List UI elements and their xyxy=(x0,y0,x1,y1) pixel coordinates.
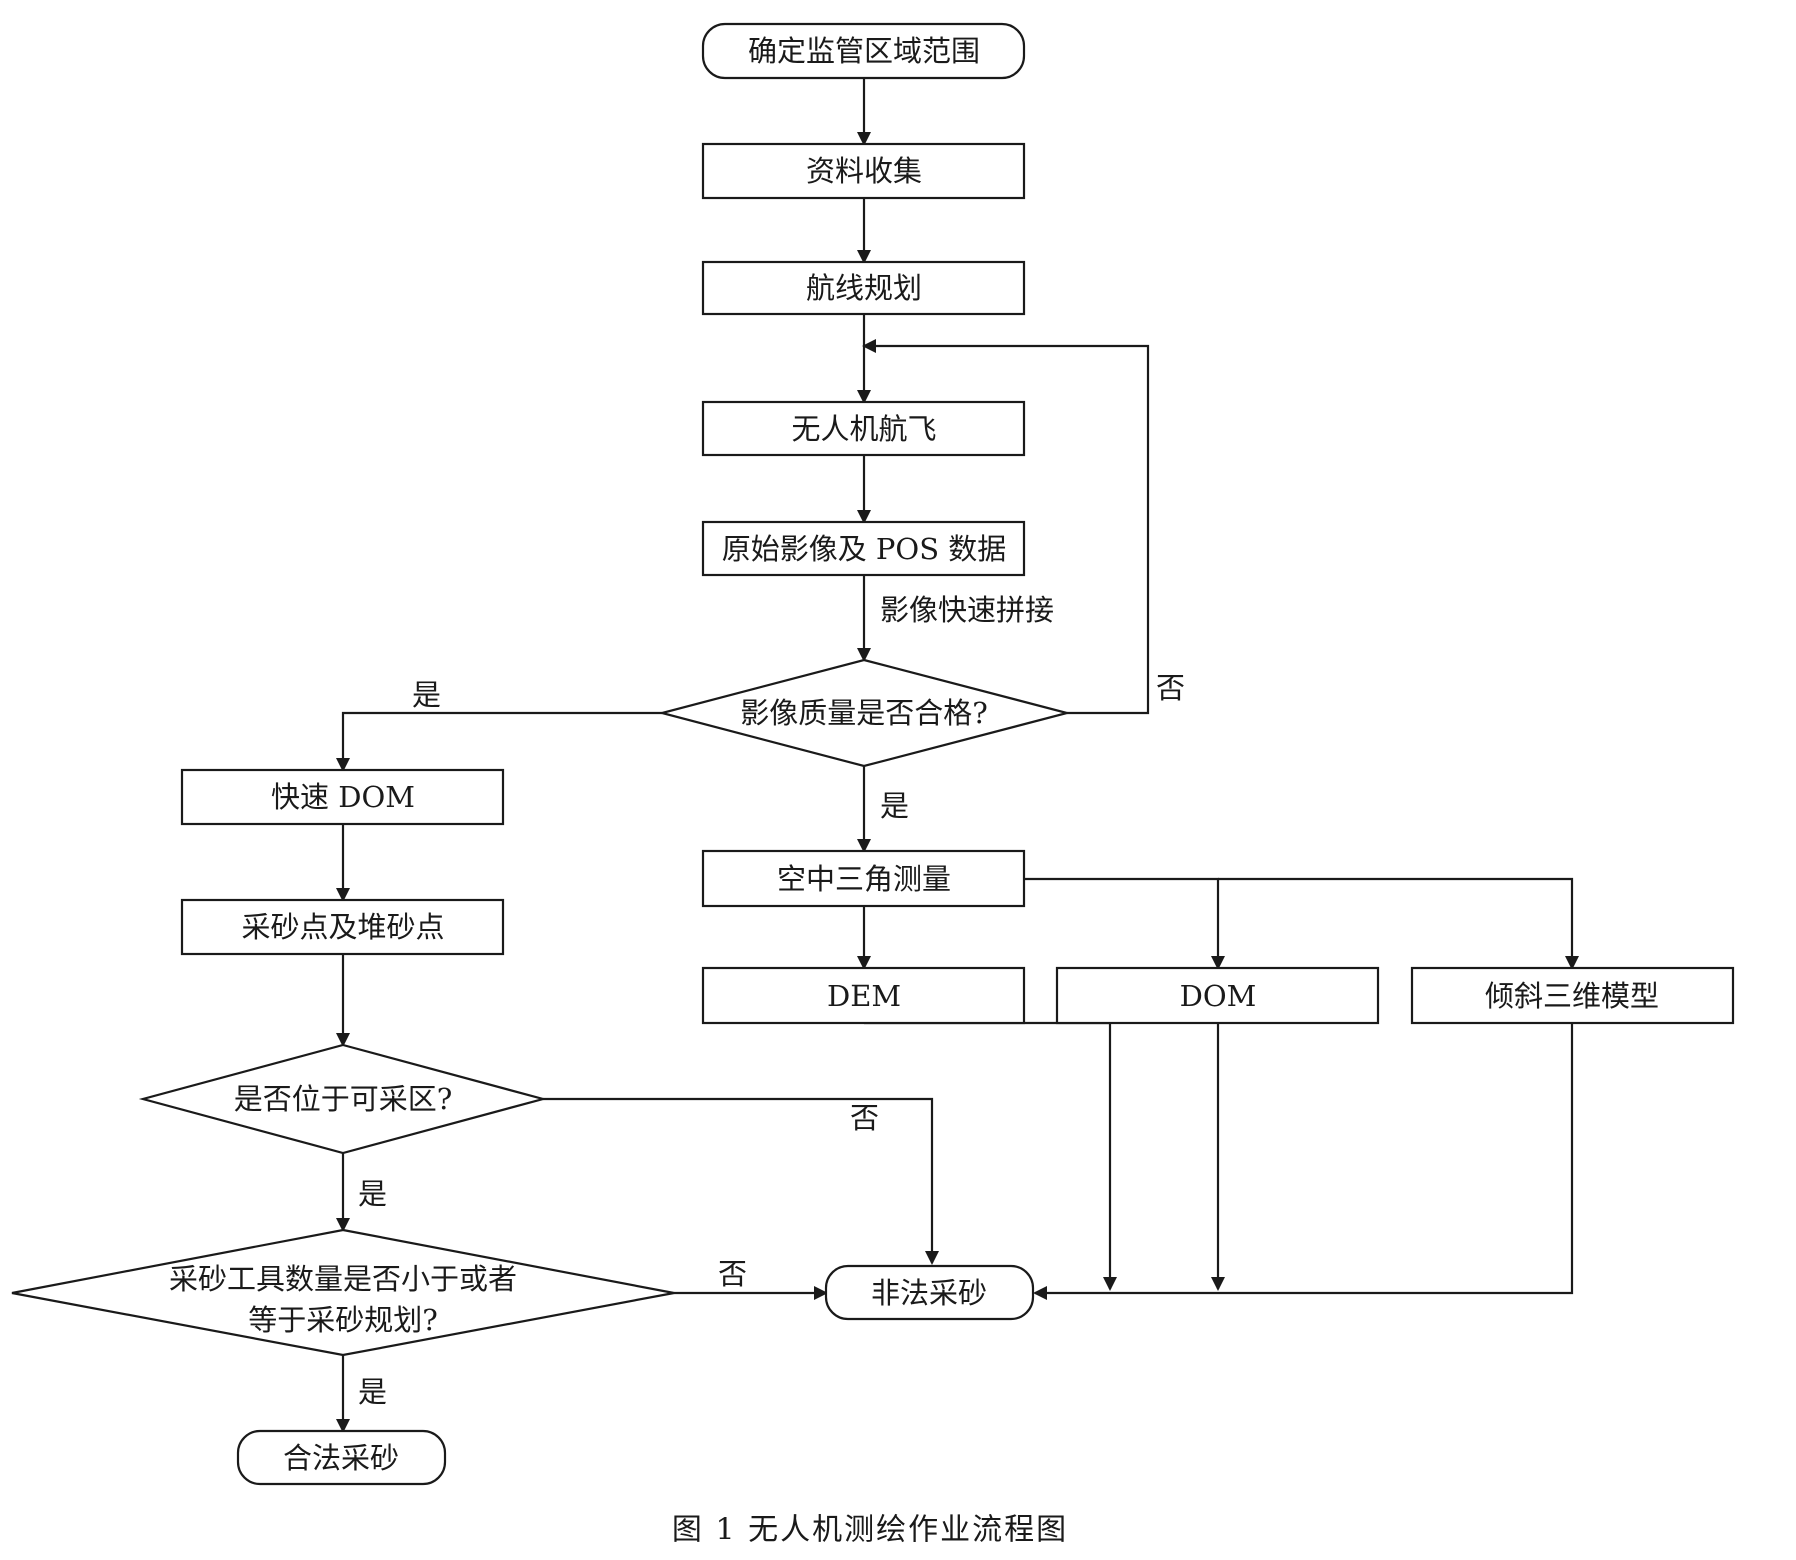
svg-text:采砂工具数量是否小于或者: 采砂工具数量是否小于或者 xyxy=(169,1262,517,1296)
svg-text:合法采砂: 合法采砂 xyxy=(283,1441,399,1475)
edge-quality-no-loop xyxy=(862,339,1150,715)
svg-text:采砂点及堆砂点: 采砂点及堆砂点 xyxy=(241,910,444,944)
node-legal: 合法采砂 xyxy=(236,1429,447,1486)
svg-text:DEM: DEM xyxy=(827,979,901,1013)
svg-text:确定监管区域范围: 确定监管区域范围 xyxy=(748,34,980,68)
node-aerial-triangulation: 空中三角测量 xyxy=(701,849,1026,908)
node-dom: DOM xyxy=(1055,966,1380,1025)
label-yes-left: 是 xyxy=(412,678,441,712)
node-uav-flight: 无人机航飞 xyxy=(701,400,1026,457)
node-sand-points: 采砂点及堆砂点 xyxy=(180,898,505,956)
label-stitch: 影像快速拼接 xyxy=(880,593,1054,627)
svg-text:影像质量是否合格?: 影像质量是否合格? xyxy=(740,696,988,730)
node-collect-data: 资料收集 xyxy=(701,142,1026,200)
svg-text:无人机航飞: 无人机航飞 xyxy=(791,412,936,446)
node-quality-check: 影像质量是否合格? xyxy=(657,658,1072,768)
label-yes-down: 是 xyxy=(880,789,909,823)
node-illegal: 非法采砂 xyxy=(824,1264,1035,1321)
edge-at-to-dom xyxy=(1024,877,1225,970)
node-tool-check: 采砂工具数量是否小于或者 等于采砂规划? xyxy=(11,1228,675,1357)
node-quick-dom: 快速 DOM xyxy=(180,768,505,826)
edge-oblique-to-illegal xyxy=(1033,1023,1574,1300)
node-raw-images: 原始影像及 POS 数据 xyxy=(701,520,1026,577)
edge-zone-no xyxy=(543,1097,939,1265)
node-dem: DEM xyxy=(701,966,1026,1025)
svg-text:快速 DOM: 快速 DOM xyxy=(271,780,415,814)
label-yes-tool: 是 xyxy=(358,1375,387,1409)
svg-text:倾斜三维模型: 倾斜三维模型 xyxy=(1485,979,1659,1013)
edge-dem-to-illegal xyxy=(864,1021,1117,1291)
svg-text:原始影像及 POS 数据: 原始影像及 POS 数据 xyxy=(722,532,1007,566)
label-yes-zone: 是 xyxy=(358,1177,387,1211)
svg-text:DOM: DOM xyxy=(1180,979,1257,1013)
svg-text:资料收集: 资料收集 xyxy=(806,154,922,188)
figure-caption: 图 1 无人机测绘作业流程图 xyxy=(672,1513,1068,1548)
svg-text:非法采砂: 非法采砂 xyxy=(871,1276,987,1310)
edge-at-to-oblique xyxy=(1218,877,1579,970)
edge-labels: 影像快速拼接 是 否 是 否 是 否 是 xyxy=(358,593,1185,1409)
svg-text:等于采砂规划?: 等于采砂规划? xyxy=(248,1303,438,1337)
node-oblique-3d: 倾斜三维模型 xyxy=(1410,966,1735,1025)
label-no-right: 否 xyxy=(1156,671,1185,705)
node-in-zone: 是否位于可采区? xyxy=(138,1043,548,1155)
svg-text:航线规划: 航线规划 xyxy=(806,271,922,305)
svg-text:空中三角测量: 空中三角测量 xyxy=(777,862,951,896)
label-no-zone: 否 xyxy=(850,1101,879,1135)
label-no-tool: 否 xyxy=(718,1257,747,1291)
svg-text:是否位于可采区?: 是否位于可采区? xyxy=(234,1082,453,1116)
node-define-area: 确定监管区域范围 xyxy=(701,22,1026,80)
node-route-plan: 航线规划 xyxy=(701,260,1026,316)
edge-quality-yes-left xyxy=(336,711,662,772)
